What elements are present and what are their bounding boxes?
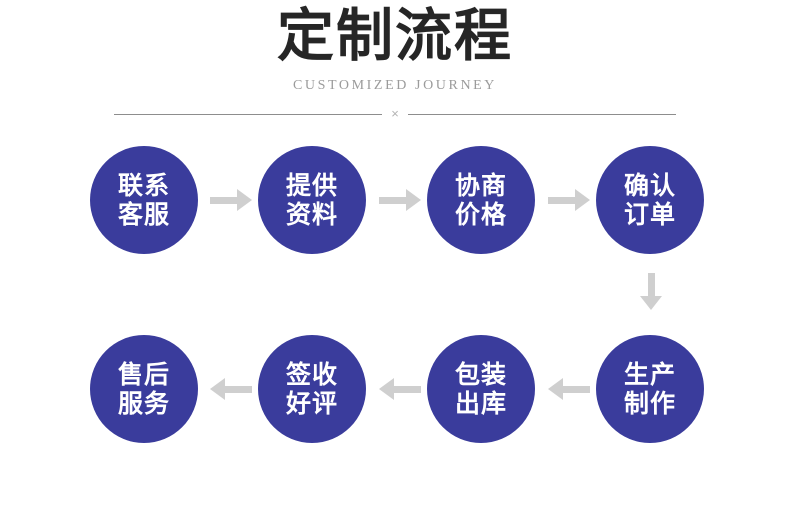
flow-step-5-line1: 生产 xyxy=(623,360,676,389)
flow-step-1-line2: 客服 xyxy=(117,200,170,229)
flow-diagram: 联系 客服 提供 资料 协商 价格 确认 订单 生产 制作 包装 出库 签收 好… xyxy=(0,125,790,509)
arrow-left-icon-1 xyxy=(548,378,590,400)
arrow-shaft xyxy=(224,386,252,393)
flow-step-7-receipt-review[interactable]: 签收 好评 xyxy=(258,335,366,443)
flow-step-1-line1: 联系 xyxy=(117,171,170,200)
flow-step-3-line2: 价格 xyxy=(454,200,507,229)
flow-step-3-line1: 协商 xyxy=(454,171,507,200)
arrow-shaft xyxy=(648,273,655,297)
arrow-right-icon-1 xyxy=(210,189,252,211)
flow-step-4-line2: 订单 xyxy=(623,200,676,229)
arrow-left-icon-2 xyxy=(379,378,421,400)
flow-step-8-line2: 服务 xyxy=(117,389,170,418)
flow-step-2-provide-materials[interactable]: 提供 资料 xyxy=(258,146,366,254)
flow-step-6-line2: 出库 xyxy=(454,389,507,418)
header-section: 定制流程 CUSTOMIZED JOURNEY × xyxy=(0,0,790,125)
arrow-right-icon-2 xyxy=(379,189,421,211)
arrow-right-icon-3 xyxy=(548,189,590,211)
flow-step-1-contact-service[interactable]: 联系 客服 xyxy=(90,146,198,254)
arrow-head xyxy=(237,189,252,211)
page-title: 定制流程 xyxy=(277,3,513,69)
flow-step-7-line2: 好评 xyxy=(285,389,338,418)
divider-rule-left xyxy=(114,114,382,115)
arrow-shaft xyxy=(210,197,238,204)
flow-step-2-line1: 提供 xyxy=(285,171,338,200)
arrow-head xyxy=(548,378,563,400)
flow-step-4-confirm-order[interactable]: 确认 订单 xyxy=(596,146,704,254)
arrow-shaft xyxy=(379,197,407,204)
arrow-head xyxy=(575,189,590,211)
flow-step-6-packaging-shipping[interactable]: 包装 出库 xyxy=(427,335,535,443)
arrow-head xyxy=(210,378,225,400)
flow-step-8-line1: 售后 xyxy=(117,360,170,389)
flow-step-2-line2: 资料 xyxy=(285,200,338,229)
flow-step-7-line1: 签收 xyxy=(285,360,338,389)
flow-step-5-line2: 制作 xyxy=(623,389,676,418)
page-subtitle: CUSTOMIZED JOURNEY xyxy=(292,78,498,93)
arrow-shaft xyxy=(548,197,576,204)
arrow-shaft xyxy=(562,386,590,393)
flow-step-4-line1: 确认 xyxy=(623,171,676,200)
flow-step-3-negotiate-price[interactable]: 协商 价格 xyxy=(427,146,535,254)
arrow-head xyxy=(379,378,394,400)
arrow-left-icon-3 xyxy=(210,378,252,400)
divider-x-icon: × xyxy=(391,106,399,121)
arrow-head xyxy=(640,296,662,310)
flow-step-6-line1: 包装 xyxy=(454,360,507,389)
arrow-head xyxy=(406,189,421,211)
divider-rule-right xyxy=(408,114,676,115)
divider: × xyxy=(114,106,676,122)
flow-step-5-production[interactable]: 生产 制作 xyxy=(596,335,704,443)
flow-step-8-after-sales-service[interactable]: 售后 服务 xyxy=(90,335,198,443)
arrow-shaft xyxy=(393,386,421,393)
arrow-down-icon xyxy=(640,273,662,310)
